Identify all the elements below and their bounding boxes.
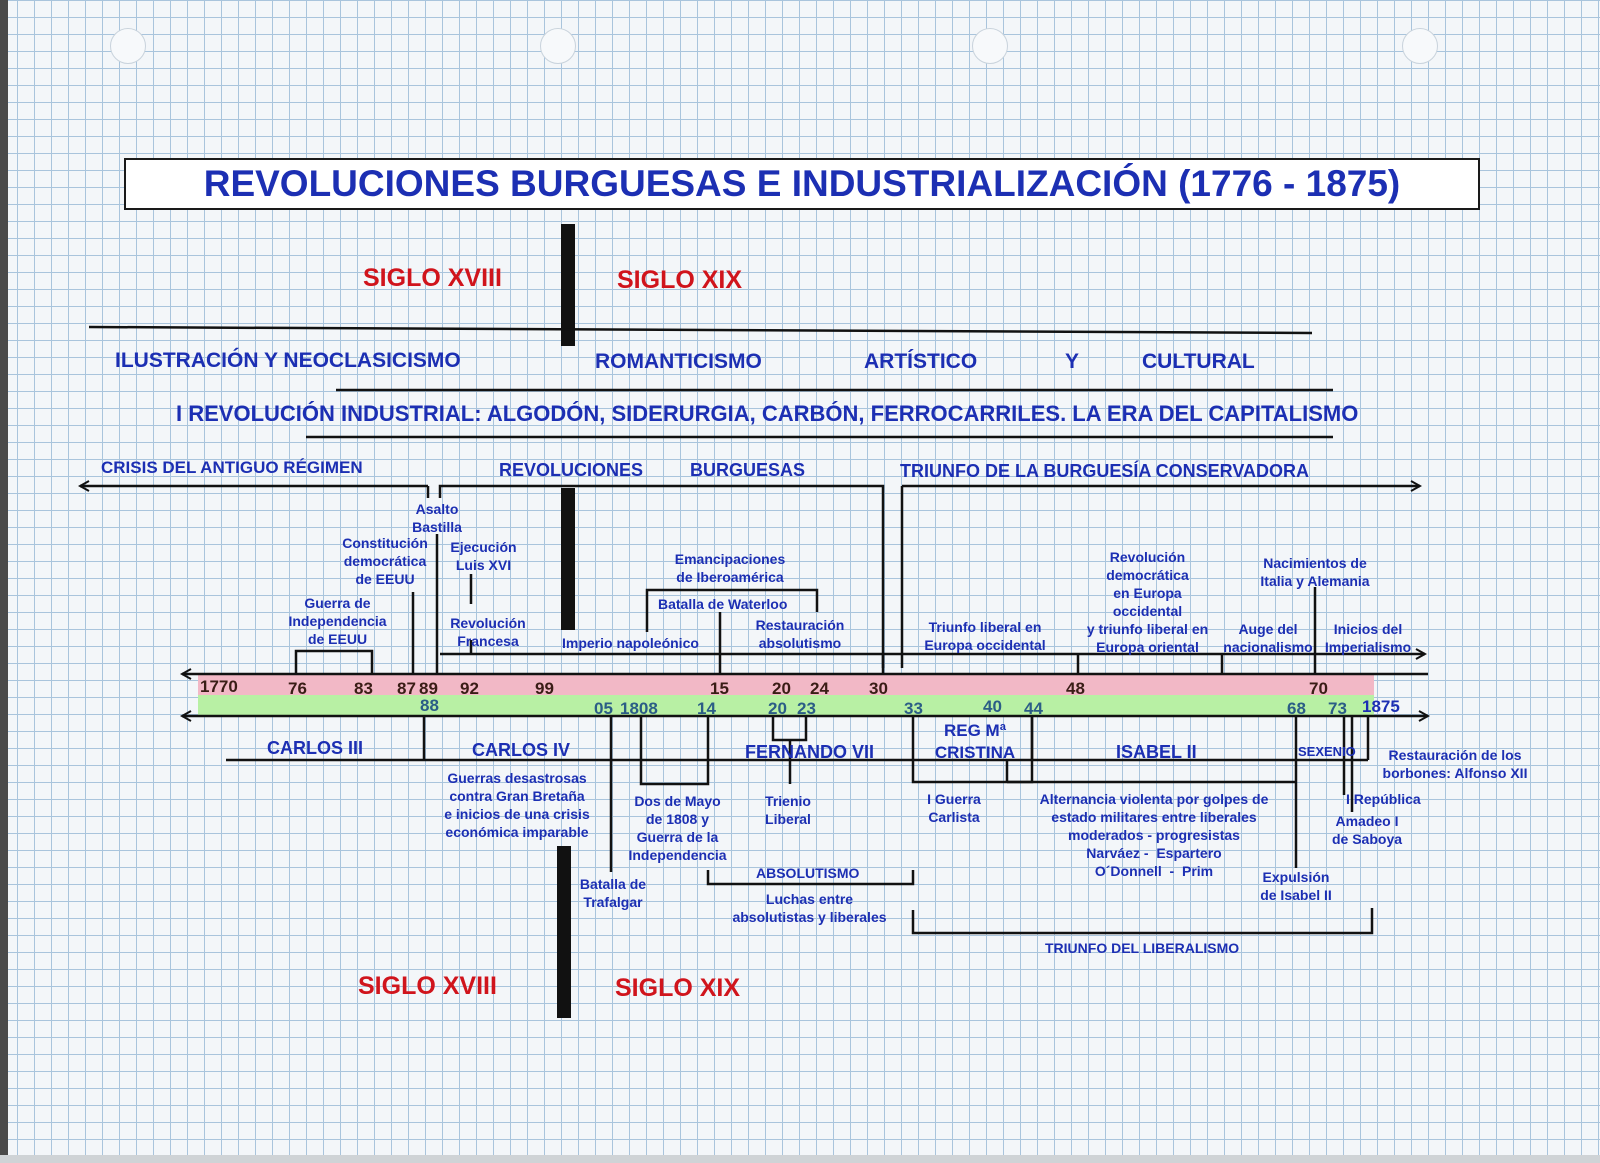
event-restauracion-borbones: Restauración de los borbones: Alfonso XI…	[1382, 747, 1528, 781]
event-nacimientos-italia-alemania: Nacimientos de Italia y Alemania	[1260, 555, 1370, 589]
spain-year: 33	[904, 699, 923, 718]
world-year: 92	[460, 679, 479, 698]
reign-carlos-iv: CARLOS IV	[472, 740, 571, 760]
event-dos-de-mayo: Dos de Mayo de 1808 y Guerra de la Indep…	[628, 793, 727, 863]
world-year: 48	[1066, 679, 1085, 698]
event-trienio-liberal: Trienio Liberal	[765, 793, 811, 827]
world-year: 1770	[200, 677, 238, 696]
spain-year: 14	[697, 699, 716, 718]
event-triunfo-liberal: Triunfo liberal en Europa occidental	[924, 619, 1046, 653]
century-label-xviii: SIGLO XVIII	[363, 264, 502, 292]
binder-hole	[972, 28, 1008, 64]
century-label-xix-bottom: SIGLO XIX	[615, 974, 741, 1002]
y-label: Y	[1065, 350, 1080, 373]
spain-year: 1808	[620, 699, 658, 718]
event-alternancia-violenta: Alternancia violenta por golpes de estad…	[1039, 791, 1269, 879]
reign-sexenio: SEXENIO	[1298, 744, 1356, 759]
binder-hole	[540, 28, 576, 64]
spain-year: 68	[1287, 699, 1306, 718]
industrial-revolution-label: I REVOLUCIÓN INDUSTRIAL: ALGODÓN, SIDERU…	[176, 401, 1359, 426]
event-auge-nacionalismo: Auge del nacionalismo	[1223, 621, 1313, 655]
cultural-label: CULTURAL	[1142, 350, 1255, 373]
event-primera-republica: I República	[1346, 791, 1421, 807]
event-restauracion-absolutismo: Restauración absolutismo	[755, 617, 845, 651]
event-expulsion-isabel-ii: Expulsión de Isabel II	[1260, 869, 1332, 903]
century-label-xix: SIGLO XIX	[617, 266, 743, 294]
event-constitucion-eeuu: Constitución democrática de EEUU	[342, 535, 428, 587]
world-year: 20	[772, 679, 791, 698]
event-batalla-waterloo: Batalla de Waterloo	[658, 596, 788, 612]
binder-hole	[110, 28, 146, 64]
period-burguesas: BURGUESAS	[690, 460, 806, 480]
world-timeline-band	[198, 673, 1374, 695]
page-title: REVOLUCIONES BURGUESAS E INDUSTRIALIZACI…	[124, 158, 1480, 210]
event-revolucion-francesa: Revolución Francesa	[450, 615, 526, 649]
spain-year: 1875	[1362, 697, 1400, 716]
event-inicios-imperialismo: Inicios del Imperialismo	[1324, 621, 1412, 655]
paper-edge-left	[0, 0, 8, 1163]
ilustracion-label: ILUSTRACIÓN Y NEOCLASICISMO	[115, 349, 461, 372]
event-guerra-carlista: I Guerra Carlista	[927, 791, 981, 825]
reign-isabel-ii: ISABEL II	[1116, 742, 1197, 762]
event-imperio-napoleonico: Imperio napoleónico	[562, 635, 699, 651]
century-label-xviii-bottom: SIGLO XVIII	[358, 972, 497, 1000]
century-divider-bottom	[557, 846, 571, 1018]
period-crisis-antiguo-regimen: CRISIS DEL ANTIGUO RÉGIMEN	[101, 458, 363, 477]
event-guerras-gran-bretana: Guerras desastrosas contra Gran Bretaña …	[444, 770, 590, 840]
spain-year: 73	[1328, 699, 1347, 718]
world-year: 76	[288, 679, 307, 698]
artistico-label: ARTÍSTICO	[864, 350, 978, 373]
event-ejecucion-luis-xvi: Ejecución Luis XVI	[450, 539, 517, 573]
world-year: 87	[397, 679, 416, 698]
world-year: 70	[1309, 679, 1328, 698]
century-divider-top	[561, 224, 575, 346]
world-year: 15	[710, 679, 729, 698]
world-year: 24	[810, 679, 829, 698]
paper-edge-bottom	[0, 1155, 1600, 1163]
event-luchas-absolutistas-liberales: Luchas entre absolutistas y liberales	[732, 891, 887, 925]
reign-fernando-vii: FERNANDO VII	[745, 742, 875, 762]
world-year: 30	[869, 679, 888, 698]
reign-regencia-maria-cristina: REG Mª CRISTINA	[934, 721, 1016, 762]
world-year: 83	[354, 679, 373, 698]
spain-year: 23	[797, 699, 816, 718]
world-year: 99	[535, 679, 554, 698]
reign-carlos-iii: CARLOS III	[267, 738, 364, 758]
label-absolutismo: ABSOLUTISMO	[756, 865, 860, 881]
event-guerra-independencia-eeuu: Guerra de Independencia de EEUU	[288, 595, 387, 647]
spain-year: 20	[768, 699, 787, 718]
spain-year: 05	[594, 699, 613, 718]
world-year: 89	[419, 679, 438, 698]
period-triunfo-burguesia: TRIUNFO DE LA BURGUESÍA CONSERVADORA	[900, 461, 1310, 481]
event-revolucion-democratica: Revolución democrática en Europa occiden…	[1086, 549, 1209, 655]
binder-hole	[1402, 28, 1438, 64]
event-batalla-trafalgar: Batalla de Trafalgar	[579, 876, 647, 910]
romanticismo-label: ROMANTICISMO	[595, 350, 762, 373]
period-revoluciones: REVOLUCIONES	[499, 460, 644, 480]
spain-year: 40	[983, 697, 1002, 716]
spain-year: 88	[420, 696, 439, 715]
century-divider-middle	[561, 488, 575, 630]
event-asalto-bastilla: Asalto Bastilla	[412, 501, 462, 535]
event-amadeo-saboya: Amadeo I de Saboya	[1331, 813, 1403, 847]
event-emancipaciones-iberoamerica: Emancipaciones de Iberoamérica	[674, 551, 786, 585]
spain-year: 44	[1024, 699, 1043, 718]
label-triunfo-liberalismo: TRIUNFO DEL LIBERALISMO	[1045, 940, 1240, 956]
